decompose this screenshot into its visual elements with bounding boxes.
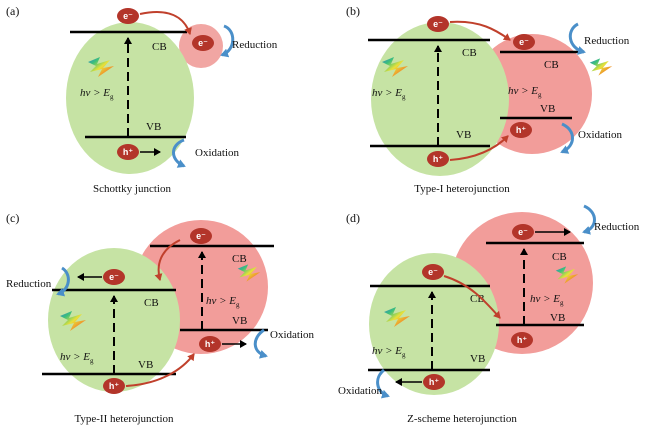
cb-right-label: CB bbox=[552, 251, 567, 263]
electron-left: e⁻ bbox=[422, 264, 444, 280]
excitation-left: hν > Eg bbox=[372, 345, 406, 359]
hole-right: h⁺ bbox=[511, 332, 533, 348]
electron-left: e⁻ bbox=[427, 16, 449, 32]
oxidation-arrow bbox=[376, 368, 390, 399]
svg-text:h⁺: h⁺ bbox=[429, 377, 439, 387]
panel-tag: (c) bbox=[6, 211, 19, 225]
semiconductor-left bbox=[371, 22, 509, 176]
panel-d: (d) CB VB CB VB hν > Eg hν > Eg e⁻ e⁻ h⁺… bbox=[338, 204, 640, 425]
caption: Type-I heterojunction bbox=[414, 183, 510, 195]
cb-right-label: CB bbox=[544, 59, 559, 71]
electron-right: e⁻ bbox=[513, 34, 535, 50]
svg-text:e⁻: e⁻ bbox=[109, 272, 119, 282]
oxidation-label: Oxidation bbox=[338, 385, 382, 397]
oxidation-label: Oxidation bbox=[270, 329, 314, 341]
cb-left-label: CB bbox=[462, 47, 477, 59]
excitation-left: hν > Eg bbox=[372, 87, 406, 101]
reduction-arrow bbox=[220, 24, 235, 58]
reduction-label: Reduction bbox=[594, 221, 640, 233]
hole-transfer-arrow bbox=[125, 353, 195, 387]
panel-a: (a) CB VB hν > Eg e⁻ e⁻ h⁺ Reduction Oxi… bbox=[6, 4, 278, 195]
hole-left: h⁺ bbox=[103, 378, 125, 394]
vb-label: VB bbox=[146, 121, 161, 133]
svg-text:h⁺: h⁺ bbox=[123, 147, 133, 157]
svg-text:h⁺: h⁺ bbox=[433, 154, 443, 164]
oxidation-arrow bbox=[172, 138, 186, 168]
svg-text:e⁻: e⁻ bbox=[196, 231, 206, 241]
electron: e⁻ bbox=[117, 8, 139, 24]
hole-transfer-arrow bbox=[449, 135, 509, 161]
svg-text:h⁺: h⁺ bbox=[517, 335, 527, 345]
hole-left: h⁺ bbox=[423, 374, 445, 390]
panel-tag: (a) bbox=[6, 4, 19, 18]
reduction-arrow bbox=[582, 204, 596, 235]
caption: Z-scheme heterojunction bbox=[407, 413, 517, 425]
cb-label: CB bbox=[152, 41, 167, 53]
oxidation-arrow bbox=[560, 122, 574, 154]
cb-left-label: CB bbox=[470, 293, 485, 305]
panel-tag: (b) bbox=[346, 4, 360, 18]
hole-left: h⁺ bbox=[427, 151, 449, 167]
svg-text:e⁻: e⁻ bbox=[428, 267, 438, 277]
electron-metal: e⁻ bbox=[192, 35, 214, 51]
panel-tag: (d) bbox=[346, 211, 360, 225]
cb-right-label: CB bbox=[232, 253, 247, 265]
hole-right: h⁺ bbox=[510, 122, 532, 138]
reduction-arrow bbox=[56, 266, 70, 297]
panel-c: (c) CB VB CB VB hν > Eg hν > Eg e⁻ e⁻ h⁺… bbox=[6, 211, 314, 425]
cb-left-label: CB bbox=[144, 297, 159, 309]
svg-text:h⁺: h⁺ bbox=[205, 339, 215, 349]
excitation-right: hν > Eg bbox=[508, 85, 542, 99]
semiconductor-left bbox=[48, 248, 180, 392]
light-icon-right bbox=[589, 58, 613, 76]
electron-right: e⁻ bbox=[512, 224, 534, 240]
excitation-left: hν > Eg bbox=[60, 351, 94, 365]
reduction-label: Reduction bbox=[584, 35, 630, 47]
vb-right-label: VB bbox=[550, 312, 565, 324]
semiconductor-left bbox=[369, 253, 499, 395]
caption: Type-II heterojunction bbox=[74, 413, 174, 425]
oxidation-label: Oxidation bbox=[578, 129, 622, 141]
reduction-label: Reduction bbox=[232, 39, 278, 51]
vb-left-label: VB bbox=[456, 129, 471, 141]
svg-text:e⁻: e⁻ bbox=[123, 11, 133, 21]
electron-transfer-arrow bbox=[154, 239, 181, 281]
oxidation-arrow bbox=[253, 328, 268, 359]
hole-right: h⁺ bbox=[199, 336, 221, 352]
electron-transfer-arrow bbox=[139, 11, 192, 35]
reduction-label: Reduction bbox=[6, 278, 52, 290]
svg-text:h⁺: h⁺ bbox=[516, 125, 526, 135]
oxidation-label: Oxidation bbox=[195, 147, 239, 159]
svg-text:e⁻: e⁻ bbox=[519, 37, 529, 47]
vb-right-label: VB bbox=[540, 103, 555, 115]
excitation-right: hν > Eg bbox=[530, 293, 564, 307]
excitation-right: hν > Eg bbox=[206, 295, 240, 309]
hole: h⁺ bbox=[117, 144, 139, 160]
svg-text:e⁻: e⁻ bbox=[198, 38, 208, 48]
svg-text:e⁻: e⁻ bbox=[518, 227, 528, 237]
vb-left-label: VB bbox=[470, 353, 485, 365]
electron-left: e⁻ bbox=[103, 269, 125, 285]
svg-text:h⁺: h⁺ bbox=[109, 381, 119, 391]
vb-left-label: VB bbox=[138, 359, 153, 371]
electron-transfer-arrow bbox=[449, 20, 511, 41]
reduction-arrow bbox=[568, 22, 586, 55]
panel-b: (b) CB VB CB VB hν > Eg hν > Eg e⁻ e⁻ h⁺… bbox=[346, 4, 630, 195]
vb-right-label: VB bbox=[232, 315, 247, 327]
z-scheme-arrow bbox=[443, 275, 501, 319]
caption: Schottky junction bbox=[93, 183, 171, 195]
electron-right: e⁻ bbox=[190, 228, 212, 244]
excitation-label: hν > Eg bbox=[80, 87, 114, 101]
svg-text:e⁻: e⁻ bbox=[433, 19, 443, 29]
